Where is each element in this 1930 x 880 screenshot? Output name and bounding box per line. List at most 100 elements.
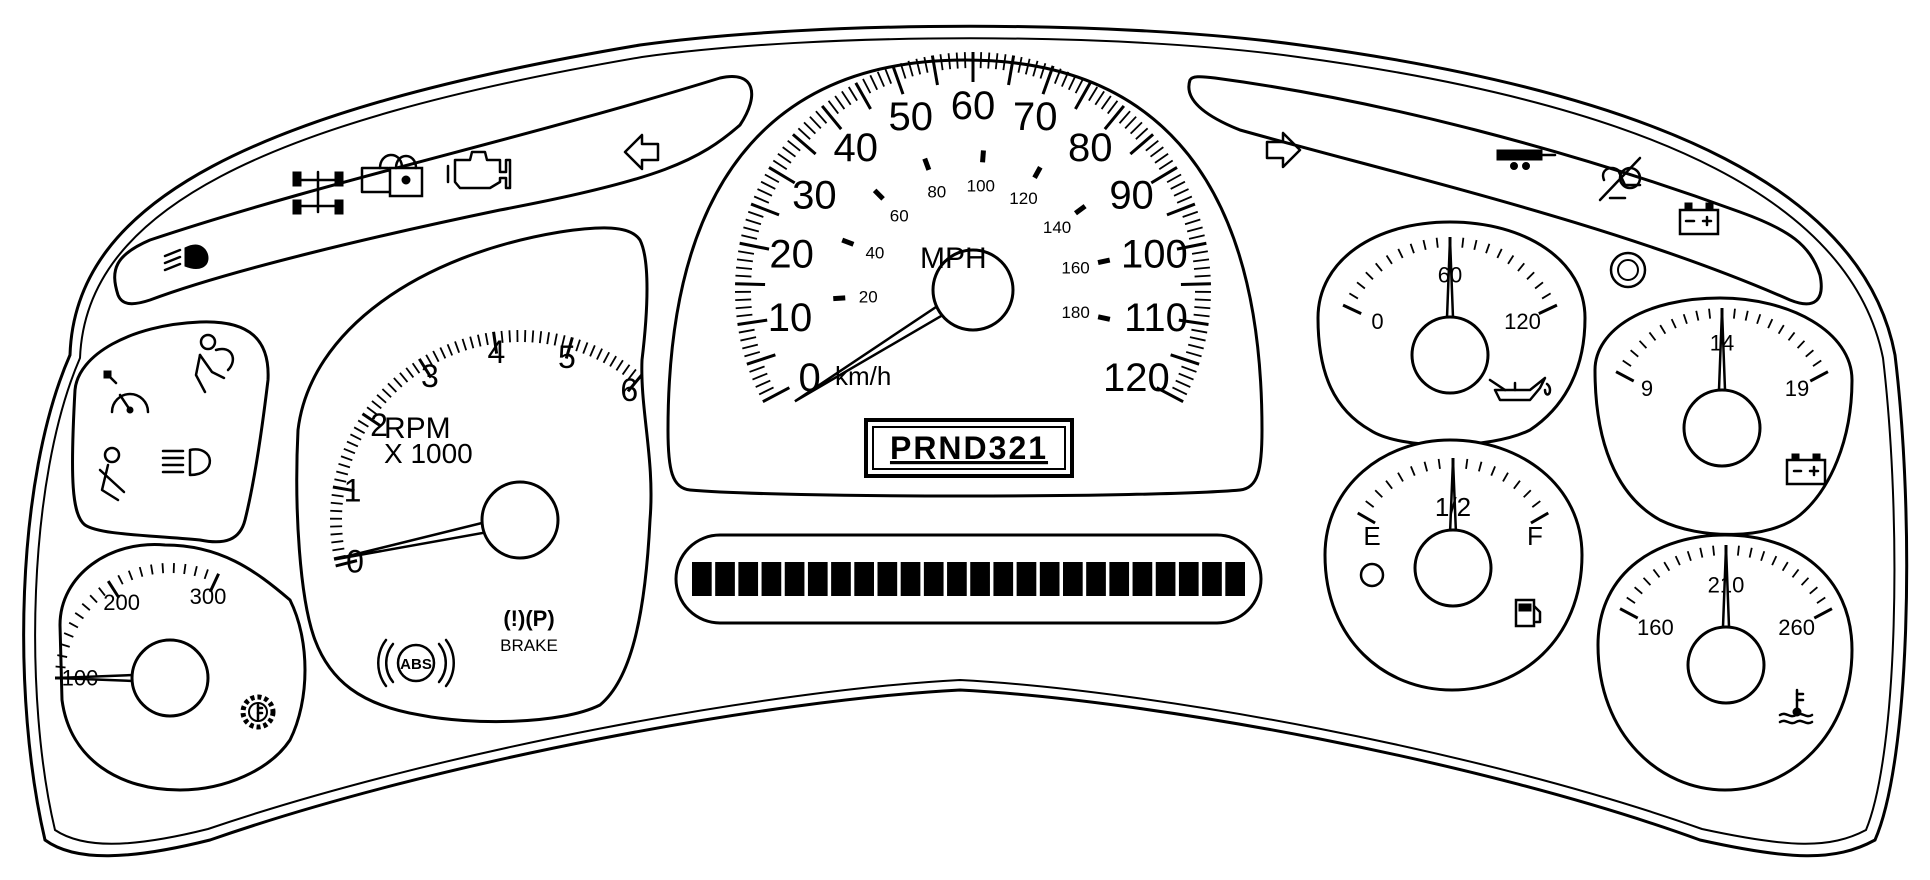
speedometer-tick (1129, 121, 1143, 135)
speedometer-tick (747, 210, 764, 218)
voltage-tick (1670, 318, 1677, 329)
upper-left-telltale-panel (113, 75, 754, 306)
speedometer-tick (753, 195, 770, 204)
speedometer-tick (1184, 218, 1201, 226)
prndl-indicator: PRND321 (864, 418, 1074, 478)
speedometer-tick (1103, 104, 1126, 131)
speedometer-tick (735, 306, 752, 310)
voltage-tick (1787, 331, 1796, 341)
left-telltale-panel (70, 320, 270, 544)
oil-pressure-tick (1517, 262, 1525, 272)
fuel-pump-icon (1514, 598, 1542, 628)
voltage-tick (1809, 370, 1829, 383)
voltage-gauge: 91419 (1615, 308, 1829, 468)
tachometer-unit-x1000: X 1000 (384, 438, 473, 469)
speedometer-tick (1007, 55, 1016, 86)
speedometer-tick (1158, 159, 1174, 170)
tachometer-tick (626, 373, 644, 393)
fuel-tick (1465, 458, 1469, 469)
odometer-segment (877, 562, 898, 596)
speedometer-tick (757, 188, 773, 197)
speedometer-tick (841, 90, 852, 106)
speedometer-tick (947, 53, 952, 70)
voltage-tick (1777, 324, 1785, 335)
speedometer-unit-mph: MPH (920, 242, 987, 275)
fuel-half-label: 1/2 (1435, 492, 1471, 522)
tachometer-tick (343, 447, 356, 455)
oil-pressure-tick (1526, 271, 1535, 280)
voltage-tick (1615, 370, 1635, 383)
speedometer-tick (740, 336, 757, 342)
tachometer-tick (553, 333, 558, 346)
speedometer-tick (737, 318, 768, 326)
round-indicator-icon (1609, 251, 1647, 289)
voltage-tick (1744, 310, 1749, 321)
oil-can-icon (1488, 376, 1552, 402)
coolant-temp-label: 260 (1778, 615, 1815, 640)
fuel-tick (1490, 466, 1496, 476)
odometer-segment (947, 562, 967, 596)
abs-label: ABS (400, 656, 432, 673)
speedometer-tick (1032, 60, 1039, 77)
fuel-tick (1374, 489, 1383, 498)
voltage-tick (1805, 349, 1814, 358)
cruise-control-icon (103, 370, 150, 414)
voltage-tick (1638, 340, 1648, 349)
tachometer-tick (353, 426, 366, 434)
speedometer-kmh-tick (1073, 204, 1087, 216)
oil-pressure-label: 120 (1504, 309, 1541, 334)
fuel-tick (1502, 472, 1509, 482)
speedometer-tick (979, 52, 983, 69)
speedometer-tick (1017, 56, 1023, 73)
speedometer-tick (1145, 139, 1159, 152)
speedometer-mph-label: 90 (1109, 174, 1154, 218)
odometer-segment (1225, 562, 1245, 596)
speedometer-tick (884, 68, 892, 84)
oil-pressure-tick (1348, 292, 1359, 300)
speedometer-tick (1067, 74, 1077, 91)
odometer-segment (1155, 562, 1176, 596)
speedometer-tick (876, 71, 885, 87)
tachometer-tick (336, 470, 349, 476)
speedometer-mph-label: 50 (888, 95, 933, 139)
coolant-temp-tick (1760, 550, 1766, 562)
speedometer-kmh-label: 120 (1009, 189, 1037, 208)
speedometer-tick (1100, 95, 1112, 110)
trans-temp-tick (117, 574, 124, 585)
tachometer-tick (615, 359, 624, 371)
speedometer-tick (1180, 282, 1211, 287)
headlamp-icon (161, 448, 212, 477)
odometer-panel (674, 533, 1263, 625)
speedometer-tick (820, 104, 843, 131)
tachometer-tick (508, 330, 511, 343)
voltage-tick (1659, 324, 1667, 335)
tachometer-tick (357, 419, 369, 428)
fuel-hub (1413, 528, 1493, 608)
tachometer-hub (480, 480, 560, 560)
speedometer-tick (803, 121, 817, 135)
tachometer-tick (500, 330, 504, 343)
speedometer-tick (752, 372, 768, 381)
speedometer-tick (1041, 65, 1055, 95)
trans-temp-tick (63, 632, 74, 638)
voltage-tick (1796, 340, 1806, 349)
speedometer-tick (1061, 71, 1070, 87)
coolant-temp-tick (1686, 550, 1692, 562)
speedometer-tick (930, 55, 939, 86)
tachometer-tick (393, 377, 403, 388)
speedometer-tick (755, 379, 771, 388)
speedometer-kmh-label: 80 (927, 182, 946, 201)
trans-temp-tick (138, 566, 144, 577)
speedometer-unit-kmh: km/h (835, 361, 891, 391)
tachometer-tick (411, 362, 421, 374)
coolant-temp-tick (1712, 545, 1716, 556)
odometer-segment (738, 562, 759, 596)
oil-pressure-tick (1365, 271, 1374, 280)
speedometer-tick (787, 139, 801, 152)
speedometer-tick (963, 52, 967, 69)
speedometer-tick (955, 52, 959, 69)
voltage-tick (1812, 359, 1822, 367)
speedometer-mph-label: 70 (1013, 95, 1058, 139)
battery-charge-icon (1678, 202, 1720, 236)
low-fuel-indicator-icon (1359, 562, 1385, 588)
